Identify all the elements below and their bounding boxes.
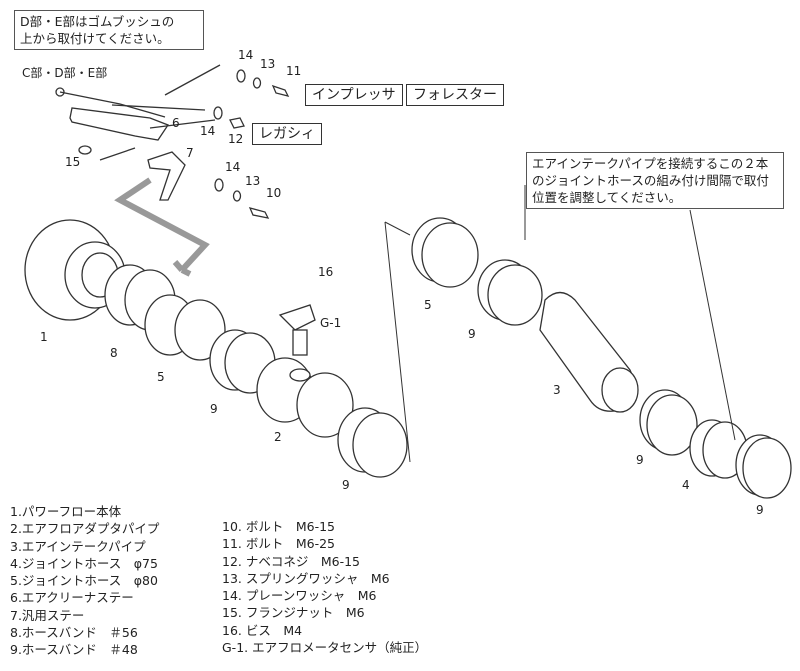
parts-item: 6.エアクリーナステー	[10, 590, 134, 606]
note-bushing: D部・E部はゴムブッシュの 上から取付けてください。	[14, 10, 204, 50]
callout-12: 12	[228, 132, 244, 146]
callout-2: 2	[274, 430, 282, 444]
callout-13: 13	[260, 57, 276, 71]
joint-hose-75	[689, 419, 748, 479]
callout-9: 9	[636, 453, 644, 467]
location-label: C部・D部・E部	[22, 66, 108, 80]
callout-9: 9	[756, 503, 764, 517]
callout-3: 3	[553, 383, 561, 397]
parts-item: 10. ボルト M6-15	[222, 519, 336, 534]
parts-item: 9.ホースバンド ＃48	[10, 642, 138, 658]
install-direction-arrow	[114, 177, 210, 277]
hose-band-48-d	[639, 389, 698, 456]
hose-band-48-c	[477, 259, 543, 326]
callout-16: 16	[318, 265, 334, 279]
callout-7: 7	[186, 146, 194, 160]
parts-item: 5.ジョイントホース φ80	[10, 573, 158, 589]
note-line: エアインテークパイプを接続するこの２本	[532, 156, 769, 171]
universal-stay	[147, 151, 186, 201]
callout-1: 1	[40, 330, 48, 344]
callout-10: 10	[266, 186, 282, 200]
callout-14: 14	[238, 48, 254, 62]
note-line: 位置を調整してください。	[532, 190, 682, 205]
badge-forester: フォレスター	[406, 84, 504, 106]
parts-item: 7.汎用ステー	[10, 607, 85, 623]
joint-hose-80-a	[144, 294, 226, 361]
parts-item: 1.パワーフロー本体	[10, 504, 122, 519]
hose-band-48-e	[735, 434, 792, 499]
parts-item: 14. プレーンワッシャ M6	[222, 588, 377, 604]
air-flow-meter-sensor	[278, 304, 316, 356]
joint-hose-80-b	[411, 217, 479, 288]
badge-legacy: レガシィ	[252, 123, 322, 145]
parts-item: 11. ボルト M6-25	[222, 536, 336, 552]
parts-list-left: 1.パワーフロー本体 2.エアフロアダプタパイプ 3.エアインテークパイプ 4.…	[10, 503, 159, 659]
parts-list-right: 10. ボルト M6-15 11. ボルト M6-25 12. ナベコネジ M6…	[222, 518, 427, 656]
note-line: D部・E部はゴムブッシュの	[20, 14, 175, 29]
parts-item: 2.エアフロアダプタパイプ	[10, 521, 160, 537]
callout-4: 4	[682, 478, 690, 492]
callout-15: 15	[65, 155, 81, 169]
note-line: 上から取付けてください。	[20, 31, 170, 46]
parts-item: G-1. エアフロメータセンサ（純正）	[222, 640, 428, 656]
parts-item: 8.ホースバンド ＃56	[10, 625, 138, 641]
badge-impreza: インプレッサ	[305, 84, 403, 106]
parts-item: 15. フランジナット M6	[222, 605, 365, 621]
parts-item: 13. スプリングワッシャ M6	[222, 570, 390, 586]
callout-14: 14	[225, 160, 241, 174]
callout-5: 5	[157, 370, 165, 384]
air-flow-adapter-pipe	[256, 357, 354, 438]
note-joint-hose: エアインテークパイプを接続するこの２本 のジョイントホースの組み付け間隔で取付 …	[526, 152, 784, 209]
hose-band-48-b	[337, 407, 408, 478]
parts-item: 16. ビス M4	[222, 622, 303, 638]
air-cleaner-stay	[69, 107, 169, 141]
callout-6: 6	[172, 116, 180, 130]
callout-14: 14	[200, 124, 216, 138]
note-line: のジョイントホースの組み付け間隔で取付	[532, 173, 769, 188]
parts-item: 3.エアインテークパイプ	[10, 538, 146, 554]
parts-item: 4.ジョイントホース φ75	[10, 555, 158, 571]
callout-8: 8	[110, 346, 118, 360]
callout-9: 9	[468, 327, 476, 341]
callout-5: 5	[424, 298, 432, 312]
parts-item: 12. ナベコネジ M6-15	[222, 553, 361, 569]
callout-9: 9	[210, 402, 218, 416]
callout-11: 11	[286, 64, 302, 78]
callout-g1: G-1	[320, 316, 342, 330]
callout-13: 13	[245, 174, 261, 188]
air-intake-pipe	[539, 291, 639, 413]
callout-9: 9	[342, 478, 350, 492]
